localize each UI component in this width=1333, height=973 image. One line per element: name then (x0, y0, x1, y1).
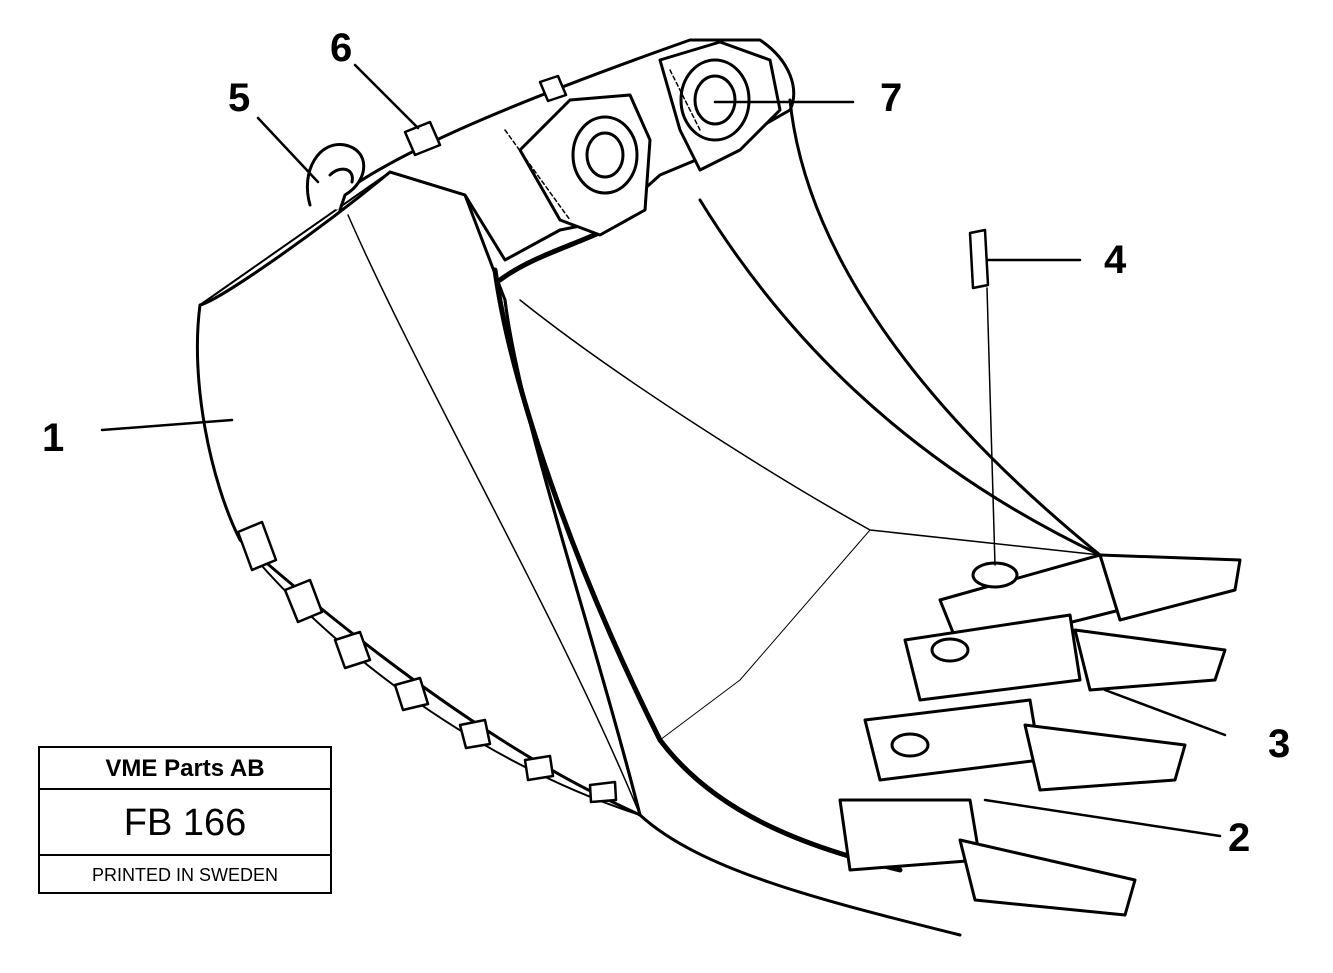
info-box-code: FB 166 (40, 790, 330, 856)
pin (968, 228, 990, 290)
bucket-side-plate (195, 170, 642, 817)
info-box: VME Parts AB FB 166 PRINTED IN SWEDEN (38, 746, 332, 894)
leader-line-6 (353, 63, 420, 130)
leader-line-4b (986, 287, 996, 566)
cutting-edge (838, 553, 1122, 872)
bucket-hinge-assembly (338, 38, 796, 283)
callout-2: 2 (1228, 816, 1251, 860)
leader-lines (100, 63, 1227, 838)
leader-line-1 (100, 418, 234, 432)
callout-3: 3 (1268, 722, 1291, 766)
leader-line-2 (983, 798, 1222, 838)
callout-7: 7 (880, 76, 903, 120)
brackets (403, 74, 568, 157)
callout-5: 5 (228, 76, 251, 120)
bucket-inner-back (492, 98, 1102, 937)
bucket-teeth (958, 553, 1242, 917)
leader-line-5 (256, 116, 320, 184)
lifting-eye (305, 143, 366, 212)
info-box-printed: PRINTED IN SWEDEN (91, 865, 278, 885)
bucket-bottom-wear-strips (236, 520, 641, 816)
callout-1: 1 (42, 416, 65, 460)
leader-line-3 (1103, 688, 1227, 737)
callout-4: 4 (1104, 238, 1127, 282)
callout-6: 6 (330, 26, 353, 70)
info-box-company: VME Parts AB (40, 748, 330, 790)
